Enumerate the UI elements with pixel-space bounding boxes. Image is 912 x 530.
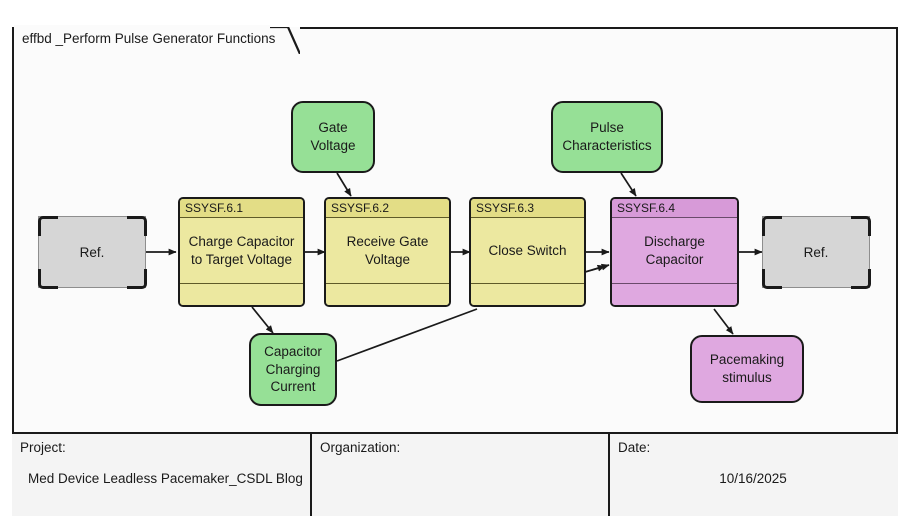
function-block-label: Receive Gate Voltage [346, 234, 429, 267]
corner-bracket-icon [850, 215, 871, 236]
ref-box-left[interactable]: Ref. [37, 215, 147, 289]
corner-bracket-icon [37, 215, 58, 236]
function-block-label: Charge Capacitor to Target Voltage [188, 234, 295, 267]
item-box-label: Pacemaking stimulus [709, 352, 785, 385]
function-block-id: SSYSF.6.4 [612, 199, 737, 218]
diagram-footer: Project: Med Device Leadless Pacemaker_C… [12, 432, 898, 516]
function-block-footer-compartment [612, 283, 737, 305]
item-box-pacemaking-stimulus[interactable]: Pacemaking stimulus [690, 335, 804, 403]
footer-cell-project[interactable]: Project: Med Device Leadless Pacemaker_C… [12, 434, 310, 516]
corner-bracket-icon [850, 268, 871, 289]
tab-top-mask [14, 25, 270, 30]
function-block-id: SSYSF.6.3 [471, 199, 584, 218]
diagram-title-tab[interactable]: effbd _Perform Pulse Generator Functions [12, 27, 300, 54]
project-label: Project: [20, 440, 66, 455]
corner-bracket-icon [761, 268, 782, 289]
item-box-label: Pulse Characteristics [562, 120, 652, 153]
organization-label: Organization: [320, 440, 401, 455]
item-box-gate-voltage[interactable]: Gate Voltage [291, 101, 375, 173]
item-box-label: Capacitor Charging Current [264, 344, 322, 395]
function-block-ssysf-6-1[interactable]: SSYSF.6.1 Charge Capacitor to Target Vol… [178, 197, 305, 307]
date-label: Date: [618, 440, 651, 455]
corner-bracket-icon [37, 268, 58, 289]
ref-box-right[interactable]: Ref. [761, 215, 871, 289]
function-block-label: Discharge Capacitor [644, 234, 705, 267]
corner-bracket-icon [126, 268, 147, 289]
item-box-capacitor-charging-current[interactable]: Capacitor Charging Current [249, 333, 337, 406]
function-block-footer-compartment [180, 283, 303, 305]
item-box-label: Gate Voltage [310, 120, 356, 153]
ref-box-label: Ref. [803, 244, 829, 260]
corner-bracket-icon [761, 215, 782, 236]
function-block-footer-compartment [471, 283, 584, 305]
function-block-ssysf-6-3[interactable]: SSYSF.6.3 Close Switch [469, 197, 586, 307]
diagram-title-text: effbd _Perform Pulse Generator Functions [22, 31, 276, 46]
item-box-pulse-characteristics[interactable]: Pulse Characteristics [551, 101, 663, 173]
ref-box-label: Ref. [79, 244, 105, 260]
project-value: Med Device Leadless Pacemaker_CSDL Blog [28, 471, 303, 486]
footer-cell-organization[interactable]: Organization: [310, 434, 608, 516]
function-block-id: SSYSF.6.1 [180, 199, 303, 218]
function-block-footer-compartment [326, 283, 449, 305]
function-block-ssysf-6-2[interactable]: SSYSF.6.2 Receive Gate Voltage [324, 197, 451, 307]
corner-bracket-icon [126, 215, 147, 236]
function-block-id: SSYSF.6.2 [326, 199, 449, 218]
tab-shape [12, 27, 300, 54]
function-block-label: Close Switch [488, 242, 567, 258]
footer-cell-date[interactable]: Date: 10/16/2025 [608, 434, 898, 516]
function-block-ssysf-6-4[interactable]: SSYSF.6.4 Discharge Capacitor [610, 197, 739, 307]
date-value: 10/16/2025 [719, 471, 787, 486]
